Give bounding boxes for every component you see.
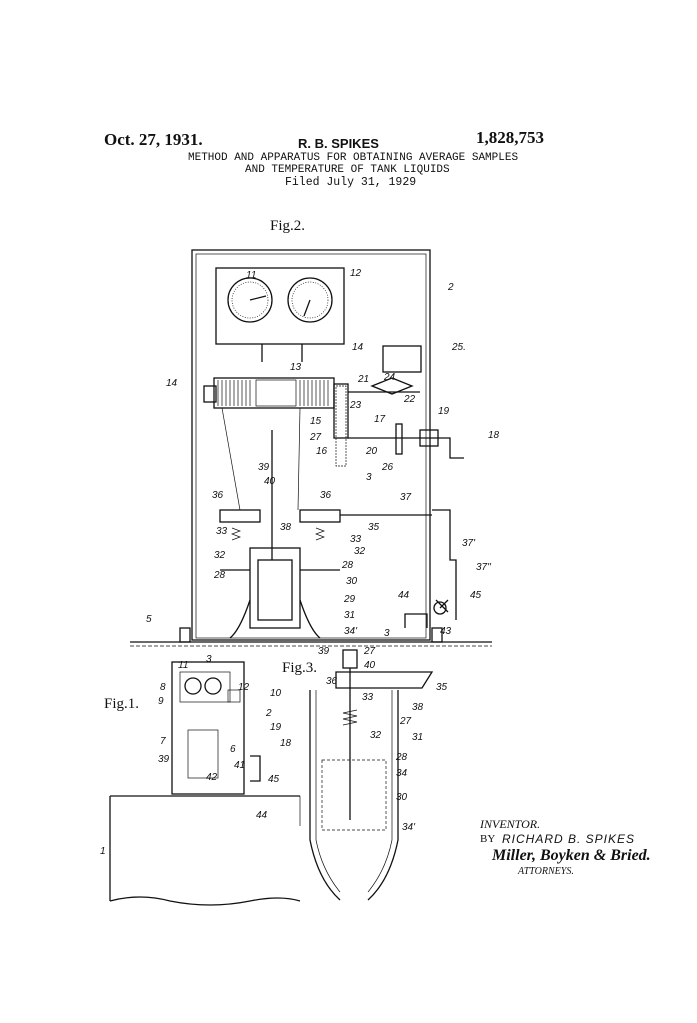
reference-numeral: 19	[438, 406, 450, 417]
reference-numeral: 22	[403, 394, 416, 405]
inventor-heading: INVENTOR.	[480, 817, 541, 831]
attorneys-label: ATTORNEYS.	[518, 866, 574, 877]
reference-numeral: 10	[270, 688, 282, 699]
reference-numeral: 1	[100, 846, 106, 857]
reference-numeral: 37''	[476, 562, 492, 573]
fig3-sampler	[309, 649, 434, 901]
reference-numeral: 14	[352, 342, 364, 353]
title-line-1: METHOD AND APPARATUS FOR OBTAINING AVERA…	[188, 152, 519, 164]
reference-numeral: 45	[268, 774, 280, 785]
reference-numeral: 43	[440, 626, 452, 637]
reference-numeral: 34'	[344, 626, 358, 637]
reference-numeral: 40	[264, 476, 276, 487]
reference-numeral: 9	[158, 696, 164, 707]
reference-numeral: 44	[256, 810, 268, 821]
reference-numeral: 17	[374, 414, 386, 425]
reference-numeral: 18	[488, 430, 500, 441]
reference-numeral: 39	[258, 462, 270, 473]
reference-numeral: 28	[341, 560, 354, 571]
reference-numeral: 26	[381, 462, 394, 473]
reference-numeral: 27	[363, 646, 376, 657]
reference-numeral: 27	[399, 716, 412, 727]
drive-shaft	[348, 345, 464, 459]
fig1-reference-numerals: 11 8 12 9 10 2 19 18 7 6 41 39 42 45 44 …	[100, 660, 292, 857]
reference-numeral: 40	[364, 660, 376, 671]
reference-numeral: 33	[362, 692, 374, 703]
reference-numeral: 3	[366, 472, 372, 483]
reference-numeral: 37'	[462, 538, 476, 549]
reference-numeral: 15	[310, 416, 322, 427]
reference-numeral: 7	[160, 736, 166, 747]
reference-numeral: 44	[398, 590, 410, 601]
reference-numeral: 37	[400, 492, 412, 503]
reference-numeral: 11	[178, 660, 188, 671]
reference-numeral: 25.	[451, 342, 466, 353]
reference-numeral: 27	[309, 432, 322, 443]
cable-drum	[203, 377, 349, 467]
reference-numeral: 39	[158, 754, 170, 765]
patent-date: Oct. 27, 1931.	[104, 130, 203, 149]
fig3-caption: Fig.3.	[282, 660, 317, 676]
reference-numeral: 36	[326, 676, 338, 687]
reference-numeral: 12	[238, 682, 250, 693]
inventor-name: R. B. SPIKES	[298, 136, 379, 151]
reference-numeral: 33	[216, 526, 228, 537]
reference-numeral: 35	[436, 682, 448, 693]
reference-numeral: 24	[383, 372, 396, 383]
reference-numeral: 34	[396, 768, 408, 779]
reference-numeral: 34'	[402, 822, 416, 833]
reference-numeral: 2	[265, 708, 272, 719]
reference-numeral: 8	[160, 682, 166, 693]
fig1-apparatus	[109, 661, 301, 906]
reference-numeral: 35	[368, 522, 380, 533]
reference-numeral: 36	[320, 490, 332, 501]
reference-numeral: 6	[230, 744, 236, 755]
title-line-2: AND TEMPERATURE OF TANK LIQUIDS	[245, 164, 450, 176]
reference-numeral: 2	[447, 282, 454, 293]
reference-numeral: 19	[270, 722, 282, 733]
reference-numeral: 3	[206, 654, 212, 665]
reference-numeral: 32	[214, 550, 226, 561]
reference-numeral: 28	[395, 752, 408, 763]
reference-numeral: 28	[213, 570, 226, 581]
by-label: BY	[480, 833, 496, 845]
inventor-signature-name: RICHARD B. SPIKES	[502, 832, 636, 846]
reference-numeral: 31	[344, 610, 355, 621]
reference-numeral: 13	[290, 362, 302, 373]
reference-numeral: 18	[280, 738, 292, 749]
reference-numeral: 41	[234, 760, 245, 771]
gauge-panel	[215, 267, 345, 362]
fig3-reference-numerals: 39 27 40 36 35 33 38 27 32 31 28 34 30 3…	[318, 646, 448, 833]
reference-numeral: 16	[316, 446, 328, 457]
reference-numeral: 39	[318, 646, 330, 657]
fig1-caption: Fig.1.	[104, 696, 139, 712]
fig2-reference-numerals: 11 12 2 13 14 14 25. 21 24 22 23 15 17 1…	[146, 268, 500, 665]
reference-numeral: 33	[350, 534, 362, 545]
reference-numeral: 12	[350, 268, 362, 279]
reference-numeral: 32	[370, 730, 382, 741]
attorneys-signature: Miller, Boyken & Bried.	[492, 847, 651, 864]
fig2-housing	[130, 249, 492, 647]
reference-numeral: 38	[412, 702, 424, 713]
reference-numeral: 20	[365, 446, 378, 457]
reference-numeral: 23	[349, 400, 362, 411]
reference-numeral: 36	[212, 490, 224, 501]
reference-numeral: 32	[354, 546, 366, 557]
reference-numeral: 21	[357, 374, 369, 385]
reference-numeral: 5	[146, 614, 152, 625]
reference-numeral: 29	[343, 594, 356, 605]
reference-numeral: 3	[384, 628, 390, 639]
reference-numeral: 30	[346, 576, 358, 587]
reference-numeral: 38	[280, 522, 292, 533]
filed-date: Filed July 31, 1929	[285, 176, 417, 189]
reference-numeral: 31	[412, 732, 423, 743]
reference-numeral: 42	[206, 772, 218, 783]
reference-numeral: 45	[470, 590, 482, 601]
sampler-assembly	[219, 407, 457, 639]
patent-number: 1,828,753	[476, 128, 544, 147]
reference-numeral: 11	[246, 270, 256, 281]
reference-numeral: 14	[166, 378, 178, 389]
fig2-caption: Fig.2.	[270, 218, 305, 234]
reference-numeral: 30	[396, 792, 408, 803]
